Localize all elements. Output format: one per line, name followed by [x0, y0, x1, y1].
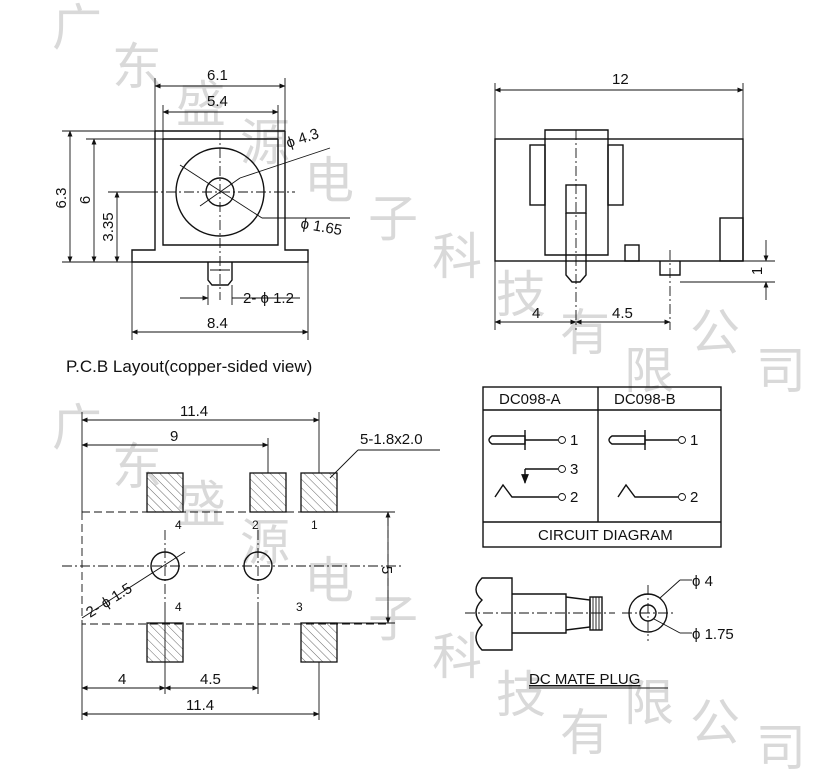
pcb-layout: P.C.B Layout(copper-sided view) [62, 357, 440, 720]
watermark-char: 科 [432, 628, 482, 686]
circuit-header-b: DC098-B [614, 391, 676, 408]
dim-pin-height: 1 [749, 267, 766, 275]
watermark-char: 电 [304, 552, 354, 610]
dim-pins: 2- ϕ 1.2 [243, 290, 294, 307]
dim-center-height: 3.35 [100, 212, 117, 241]
pcb-pad [300, 622, 338, 663]
dim-top-inner: 5.4 [207, 93, 228, 110]
dim-pin1-offset: 4 [532, 305, 540, 322]
dim-bottom-mid: 4.5 [200, 671, 221, 688]
watermark-char: 技 [496, 666, 546, 724]
dim-pin2-offset: 4.5 [612, 305, 633, 322]
watermark-char: 限 [624, 674, 674, 732]
circuit-b-pin: 1 [690, 432, 698, 449]
watermark-char: 司 [756, 342, 806, 400]
pad-label: 4 [175, 600, 182, 614]
watermark-char: 源 [240, 514, 290, 572]
watermark-char: 东 [112, 38, 162, 96]
dim-total-bottom: 11.4 [186, 697, 214, 714]
dim-length: 12 [612, 71, 629, 88]
circuit-a-pin: 2 [570, 489, 578, 506]
dim-base-width: 8.4 [207, 315, 228, 332]
circuit-b-pin: 2 [690, 489, 698, 506]
watermark-char: 盛 [176, 476, 226, 534]
circuit-a-pin: 1 [570, 432, 578, 449]
front-view: 6.1 5.4 6.3 6 3.35 ϕ 4.3 ϕ 1.65 2- ϕ 1.2… [53, 67, 350, 340]
dim-inner-top: 9 [170, 428, 178, 445]
plug-caption: DC MATE PLUG [529, 671, 640, 688]
pad-label: 2 [252, 518, 259, 532]
dim-holes: 2- ϕ 1.5 [83, 580, 135, 621]
dim-bottom-left: 4 [118, 671, 126, 688]
watermark-char: 子 [368, 590, 418, 648]
watermark-char: 有 [560, 304, 610, 362]
watermark-char: 技 [496, 266, 546, 324]
watermark-char: 源 [240, 114, 290, 172]
dim-height-inner: 6 [77, 196, 94, 204]
dim-total-top: 11.4 [180, 403, 208, 420]
watermark-char: 司 [756, 719, 806, 777]
pcb-pad [249, 472, 287, 513]
dim-plug-outer: ϕ 4 [692, 573, 713, 590]
dc-mate-plug: ϕ 4 ϕ 1.75 DC MATE PLUG [465, 573, 734, 689]
watermark-char: 子 [368, 190, 418, 248]
pcb-pad [146, 472, 184, 513]
circuit-a-pin: 3 [570, 461, 578, 478]
watermark-char: 科 [432, 228, 482, 286]
dim-row-spacing: 5 [378, 566, 395, 574]
circuit-diagram-table: DC098-A DC098-B 1 3 2 1 2 CIRCUIT DIAGRA… [482, 386, 722, 548]
pad-label: 4 [175, 518, 182, 532]
watermark-char: 公 [690, 304, 740, 362]
pad-label: 3 [296, 600, 303, 614]
side-view: 12 4 4.5 1 [494, 71, 775, 330]
dim-top-outer: 6.1 [207, 67, 228, 84]
dim-plug-inner: ϕ 1.75 [692, 626, 734, 643]
pcb-pad [300, 472, 338, 513]
dim-bore-small: ϕ 1.65 [299, 215, 343, 239]
watermark-char: 广 [52, 399, 102, 457]
watermark-char: 广 [52, 0, 102, 57]
watermark-char: 限 [624, 342, 674, 400]
pad-label: 1 [311, 518, 318, 532]
watermark-char: 电 [304, 152, 354, 210]
pcb-layout-title: P.C.B Layout(copper-sided view) [66, 357, 312, 376]
watermark-char: 公 [690, 694, 740, 752]
watermark-char: 有 [560, 704, 610, 762]
dim-pad: 5-1.8x2.0 [360, 431, 423, 448]
dim-height-outer: 6.3 [53, 188, 70, 209]
circuit-caption: CIRCUIT DIAGRAM [538, 527, 673, 544]
circuit-header-a: DC098-A [499, 391, 561, 408]
